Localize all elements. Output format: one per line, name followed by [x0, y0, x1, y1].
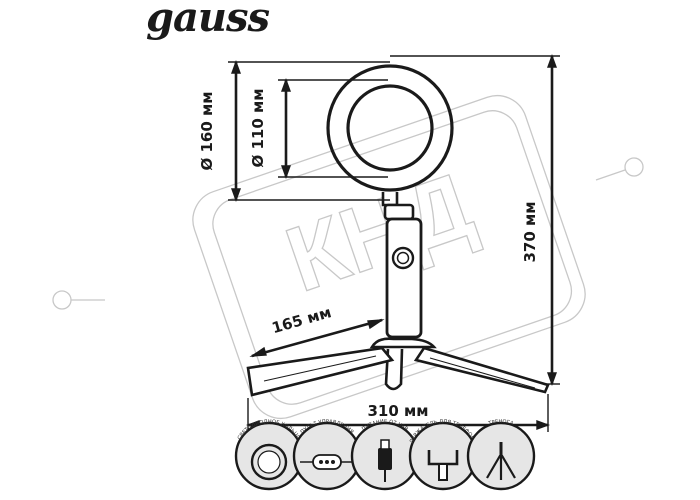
svg-text:ТРЕНОГА: ТРЕНОГА [487, 419, 515, 427]
ring-light-drawing [246, 64, 550, 397]
control-knob [391, 246, 415, 270]
ring-outer-edge [326, 64, 454, 192]
leg-length-label: 165 мм [270, 303, 334, 337]
tripod-icon: ТРЕНОГА [466, 419, 536, 491]
height-label: 370 мм [521, 201, 539, 262]
feature-caption-tripod: ТРЕНОГА [487, 419, 515, 427]
inline-remote-icon: ПУЛЬТ УПРАВЛЕНИЯ [292, 419, 362, 491]
brand-logo: gauss [146, 0, 270, 41]
ring-light-icon: СВЕТОДИОДНОЕ КОЛЬЦО [234, 419, 304, 491]
outer-diameter-label: Ø 160 мм [198, 91, 216, 170]
ring-inner-edge [346, 84, 434, 172]
inner-diameter-label: Ø 110 мм [249, 88, 267, 167]
tripod-head [369, 337, 437, 349]
tripod-right-leg [413, 346, 550, 394]
base-width-label: 310 мм [367, 402, 428, 420]
selfie-stick [385, 217, 423, 339]
tripod-left-leg [246, 346, 395, 397]
usb-cable-icon: ПИТАНИЕ ОТ USB [350, 419, 420, 491]
